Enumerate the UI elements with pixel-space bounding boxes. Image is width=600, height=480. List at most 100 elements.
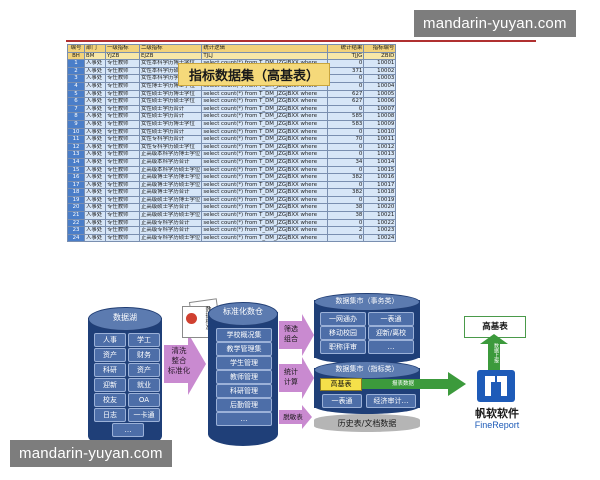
table-cell: 8 (67, 112, 85, 121)
table-cell: 正高级专科学历合计 (138, 218, 203, 228)
table-cell: 专任教师 (105, 218, 140, 228)
table-cell: 正高级本科学历硕士学位 (138, 165, 203, 175)
table-cell: 女性硕士学历博士学位 (138, 89, 203, 99)
table-cell: 22 (67, 218, 85, 228)
table-cell: 10018 (363, 188, 397, 197)
table-cell: 10021 (363, 211, 397, 220)
history-label: 历史表/文档数据 (337, 419, 397, 428)
table-cell: 0 (327, 165, 365, 175)
watermark-bottom: mandarin-yuyan.com (10, 440, 172, 467)
table-cell: 382 (327, 173, 365, 182)
mart-business-item: 一网通办 (320, 312, 366, 326)
table-cell: 4 (67, 81, 85, 91)
table-cell: 20 (67, 203, 85, 213)
table-cell: 10023 (363, 226, 397, 235)
table-cell: 9 (67, 119, 85, 129)
table-cell: 人事处 (84, 173, 106, 182)
table-cell: 10011 (363, 135, 397, 144)
upload-label: 数据上报 (493, 343, 499, 363)
table-row: 4人事处专任教师女性博士学历博士学位select count(*) from T… (67, 81, 397, 91)
table-cell: select count(*) from T_DM_JZGJBXX where (201, 188, 329, 197)
table-cell: 11 (67, 135, 85, 144)
table-cell: 0 (327, 81, 365, 91)
table-cell: select count(*) from T_DM_JZGJBXX where (201, 180, 329, 190)
data-lake-item: 资产 (94, 348, 126, 362)
table-cell: 10015 (363, 165, 397, 175)
table-cell: 人事处 (84, 165, 106, 175)
table-cell: EJZB (138, 51, 203, 61)
table-cell: 0 (327, 104, 365, 114)
table-cell: 人事处 (84, 218, 106, 228)
table-cell: 38 (327, 211, 365, 220)
table-cell: 14 (67, 157, 85, 167)
table-cell: select count(*) from T_DM_JZGJBXX where (201, 165, 329, 175)
table-cell: 专任教师 (105, 66, 140, 76)
table-cell: 382 (327, 188, 365, 197)
table-cell: 2 (67, 66, 85, 76)
table-cell: 统计结果 (327, 44, 365, 53)
table-cell: TJJG (327, 51, 365, 61)
table-cell: 专任教师 (105, 119, 140, 129)
table-cell: 12 (67, 142, 85, 152)
table-cell: 10014 (363, 157, 397, 167)
table-cell: 10019 (363, 195, 397, 205)
table-cell: BM (84, 51, 106, 61)
table-cell: 专任教师 (105, 203, 140, 213)
table-cell: 10006 (363, 97, 397, 106)
table-cell: 7 (67, 104, 85, 114)
table-cell: 专任教师 (105, 81, 140, 91)
report-flow-label: 报表数据 (391, 381, 414, 387)
mart-business-item: … (368, 340, 414, 354)
table-cell: 人事处 (84, 66, 106, 76)
table-cell: 10010 (363, 127, 397, 137)
table-cell: 371 (327, 66, 365, 76)
table-cell: select count(*) from T_DM_JZGJBXX where (201, 203, 329, 213)
table-cell: 24 (67, 233, 85, 243)
standard-item: 科研管理 (216, 384, 272, 398)
table-cell: 专任教师 (105, 142, 140, 152)
table-cell: 部门 (84, 44, 106, 53)
table-cell: 627 (327, 89, 365, 99)
table-cell: 10003 (363, 74, 397, 83)
table-cell: 0 (327, 127, 365, 137)
table-cell: 专任教师 (105, 97, 140, 106)
mart-business-item: 一表通 (368, 312, 414, 326)
stats-label: 统计 计算 (284, 368, 298, 386)
table-cell: 人事处 (84, 180, 106, 190)
table-cell: 专任教师 (105, 112, 140, 121)
table-cell: 23 (67, 226, 85, 235)
table-cell: 人事处 (84, 203, 106, 213)
table-cell: 10017 (363, 180, 397, 190)
table-cell: 人事处 (84, 119, 106, 129)
table-cell: 人事处 (84, 104, 106, 114)
table-cell: 人事处 (84, 127, 106, 137)
table-cell: 人事处 (84, 112, 106, 121)
data-lake-item: 学工 (128, 333, 160, 347)
mart-indicator-item: 一表通 (322, 394, 362, 408)
table-cell: 正高级硕士学历博士学位 (138, 195, 203, 205)
table-cell: 627 (327, 97, 365, 106)
table-cell: 18 (67, 188, 85, 197)
table-cell: 13 (67, 150, 85, 159)
table-cell: 专任教师 (105, 180, 140, 190)
table-cell: 专任教师 (105, 211, 140, 220)
table-cell: 1 (67, 59, 85, 68)
table-cell: select count(*) from T_DM_JZGJBXX where (201, 119, 329, 129)
table-cell: 10012 (363, 142, 397, 152)
table-cell: 女性硕士学历硕士学位 (138, 97, 203, 106)
table-cell: 专任教师 (105, 157, 140, 167)
mart-indicator-item: 经济审计… (366, 394, 416, 408)
table-cell: select count(*) from T_DM_JZGJBXX where (201, 233, 329, 243)
table-cell: 女性硕士学历合计 (138, 112, 203, 121)
table-cell: 人事处 (84, 233, 106, 243)
table-cell: 17 (67, 180, 85, 190)
table-cell: 人事处 (84, 81, 106, 91)
